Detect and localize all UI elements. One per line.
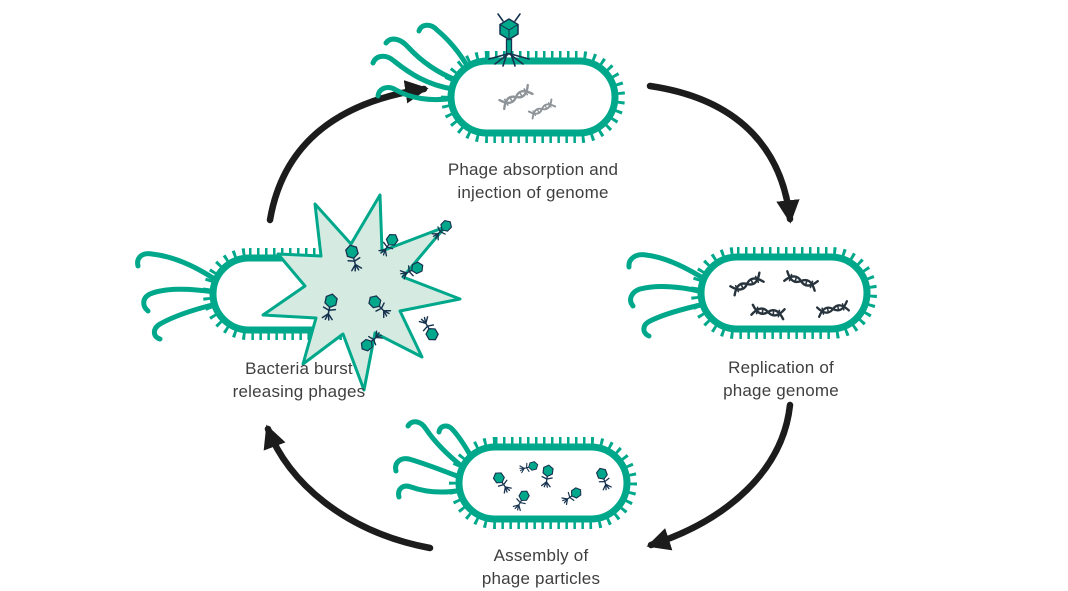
label-replication: Replication of phage genome — [651, 357, 911, 403]
attacking-phage-icon — [488, 13, 530, 67]
stage-replication — [626, 247, 877, 339]
label-line: phage genome — [723, 380, 839, 400]
flagella — [135, 251, 219, 342]
burst-star — [261, 193, 462, 392]
label-burst: Bacteria burst releasing phages — [169, 358, 429, 404]
arrow-absorption-to-replication — [646, 82, 800, 224]
bacterium-body — [455, 443, 631, 523]
label-line: phage particles — [481, 568, 601, 588]
label-line: releasing phages — [232, 381, 366, 401]
stage-burst — [135, 193, 462, 392]
phage-icon — [417, 314, 441, 344]
label-absorption: Phage absorption and injection of genome — [403, 159, 663, 205]
flagella — [370, 22, 471, 103]
stage-absorption — [370, 13, 625, 143]
label-line: Bacteria burst — [245, 359, 353, 378]
flagella — [626, 252, 709, 339]
bacterium-body — [697, 253, 871, 333]
cycle-arrows — [263, 80, 800, 552]
label-line: Assembly of — [493, 546, 589, 565]
label-line: Phage absorption and — [447, 160, 619, 179]
arrow-burst-to-absorption — [266, 80, 429, 224]
arrow-replication-to-assembly — [646, 401, 794, 551]
stage-assembly — [393, 419, 637, 529]
bacterium-body — [447, 57, 619, 137]
arrow-assembly-to-burst — [263, 424, 434, 552]
label-assembly: Assembly of phage particles — [411, 545, 671, 591]
label-line: Replication of — [728, 358, 834, 377]
label-line: injection of genome — [457, 182, 609, 202]
